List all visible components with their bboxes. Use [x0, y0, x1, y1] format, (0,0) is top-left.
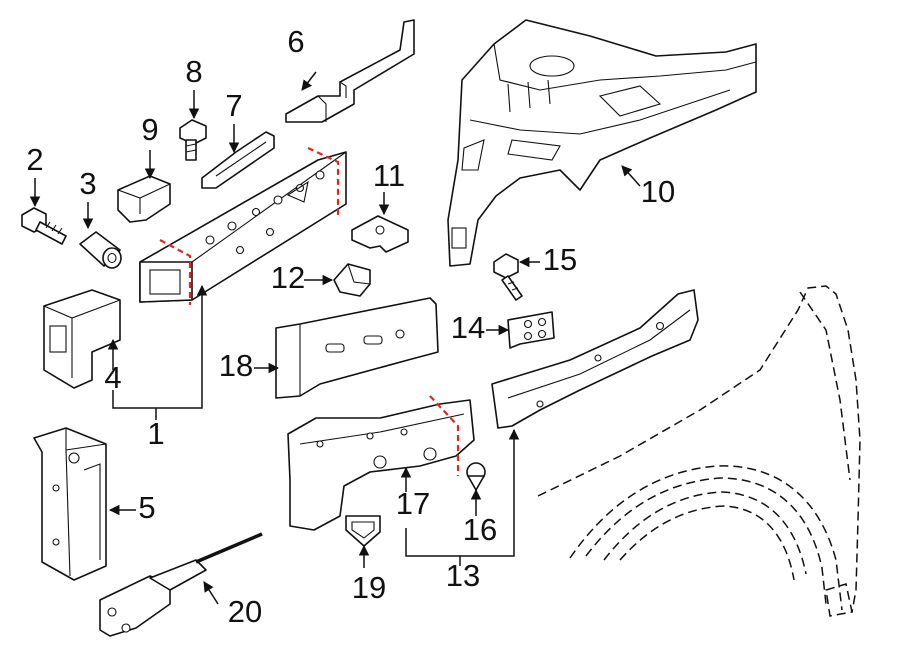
part-10-apron	[447, 19, 757, 267]
callout-6: 6	[287, 24, 304, 59]
callout-7: 7	[225, 88, 242, 123]
part-8-bolt	[179, 119, 207, 161]
callout-15: 15	[543, 242, 577, 277]
callout-11: 11	[373, 158, 405, 193]
callout-4: 4	[104, 360, 121, 395]
part-19-pad	[345, 515, 381, 547]
part-7-bracket	[201, 131, 275, 189]
callout-17: 17	[396, 486, 430, 521]
callout-labels: 1 2 3 4 5 6 7 8 9 10 11 12 13 14 15 16 1…	[26, 24, 675, 629]
callout-10: 10	[641, 174, 675, 209]
part-3-spacer	[79, 231, 122, 269]
callout-1: 1	[147, 416, 164, 451]
part-20-cable	[99, 532, 263, 637]
callout-20: 20	[228, 594, 262, 629]
callout-9: 9	[141, 112, 158, 147]
callout-12: 12	[271, 260, 305, 295]
fender-outline	[537, 285, 861, 617]
cut-line	[159, 239, 192, 305]
part-15-bolt	[493, 253, 523, 301]
part-14-plate	[507, 311, 555, 349]
callout-16: 16	[463, 512, 497, 547]
callout-13: 13	[446, 558, 480, 593]
callout-5: 5	[138, 490, 155, 525]
part-6-bracket	[285, 19, 415, 123]
part-16-clip	[466, 462, 486, 491]
cut-line	[307, 147, 340, 215]
callout-8: 8	[185, 54, 202, 89]
part-17-bracket	[287, 399, 475, 531]
part-5-bracket	[33, 427, 107, 581]
callout-18: 18	[219, 348, 253, 383]
part-13-rail	[491, 289, 699, 429]
part-18-panel	[275, 297, 439, 399]
callout-19: 19	[352, 570, 386, 605]
part-9-clip	[117, 175, 171, 223]
part-11-bracket	[351, 215, 409, 253]
part-12-bracket	[333, 263, 371, 297]
callout-3: 3	[79, 166, 96, 201]
part-4-bracket	[43, 289, 121, 389]
leader-lines	[29, 71, 641, 605]
cut-line	[429, 395, 460, 476]
callout-14: 14	[451, 310, 485, 345]
part-2-bolt	[21, 207, 67, 245]
part-1-rail	[139, 151, 347, 303]
callout-2: 2	[26, 142, 43, 177]
